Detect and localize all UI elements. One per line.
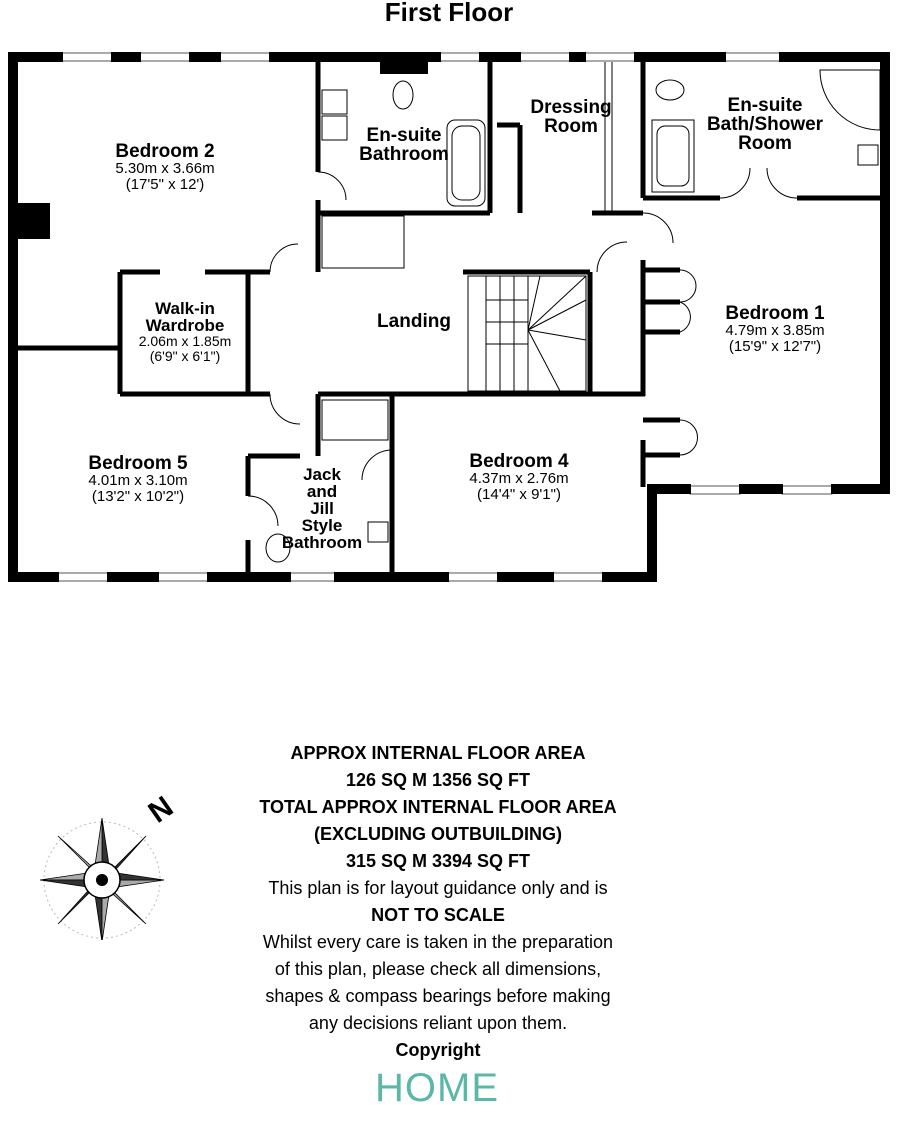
room-name-line2: Room xyxy=(544,116,598,137)
info-line: Whilst every care is taken in the prepar… xyxy=(262,932,614,952)
floor-title: First Floor xyxy=(384,0,514,27)
room-name-line3: Room xyxy=(738,133,792,154)
info-line: NOT TO SCALE xyxy=(371,905,505,925)
room-name: Landing xyxy=(377,311,451,332)
compass-north-label: N xyxy=(143,790,180,829)
info-line: This plan is for layout guidance only an… xyxy=(268,878,608,898)
room-metric: 4.79m x 3.85m xyxy=(725,322,825,339)
info-line: (EXCLUDING OUTBUILDING) xyxy=(314,824,562,844)
room-name-line2: Bath/Shower xyxy=(706,114,824,135)
room-bedroom-2: Bedroom 2 5.30m x 3.66m (17'5" x 12') xyxy=(115,142,214,193)
room-metric: 4.37m x 2.76m xyxy=(469,470,569,487)
shower-jackjill xyxy=(321,399,389,441)
info-line: 126 SQ M 1356 SQ FT xyxy=(345,770,531,790)
room-metric: 5.30m x 3.66m xyxy=(115,160,215,177)
room-bedroom-4: Bedroom 4 4.37m x 2.76m (14'4" x 9'1") xyxy=(469,452,568,503)
room-name-line1: Jack xyxy=(303,465,341,484)
outer-walls xyxy=(8,52,890,582)
shower-ensuite xyxy=(321,215,405,269)
room-imperial: (6'9" x 6'1") xyxy=(149,347,221,364)
staircase xyxy=(467,275,587,392)
windows xyxy=(57,52,833,582)
info-line: any decisions reliant upon them. xyxy=(308,1013,568,1033)
room-name: Bedroom 5 xyxy=(88,453,188,474)
room-name: Bedroom 2 xyxy=(115,141,215,162)
room-name-line1: En-suite xyxy=(727,95,803,116)
room-dressing: Dressing Room xyxy=(530,98,611,136)
corner-bath xyxy=(819,69,881,131)
home-logo: HOME xyxy=(375,1066,499,1110)
room-name-line2: Bathroom xyxy=(359,144,449,165)
info-line: APPROX INTERNAL FLOOR AREA xyxy=(290,743,586,763)
room-imperial: (15'9" x 12'7") xyxy=(728,337,822,355)
room-bedroom-1: Bedroom 1 4.79m x 3.85m (15'9" x 12'7") xyxy=(725,304,824,355)
room-landing: Landing xyxy=(377,312,451,331)
room-name-line3: Jill xyxy=(310,499,334,518)
toilet1 xyxy=(392,80,414,110)
room-ensuite-shower: En-suite Bath/Shower Room xyxy=(707,96,823,153)
room-name-line1: Dressing xyxy=(530,97,612,118)
room-metric: 2.06m x 1.85m xyxy=(138,333,232,349)
sink3 xyxy=(857,144,879,166)
toilet3 xyxy=(265,533,291,563)
room-metric: 4.01m x 3.10m xyxy=(88,472,188,489)
door-swings xyxy=(247,62,798,527)
fixtures xyxy=(265,69,881,563)
room-jack-and-jill-bathroom: Jack and Jill Style Bathroom xyxy=(282,466,362,551)
info-line: TOTAL APPROX INTERNAL FLOOR AREA xyxy=(259,797,617,817)
info-line: Copyright xyxy=(395,1040,481,1060)
sink4 xyxy=(367,521,389,543)
room-name-line1: Walk-in xyxy=(155,299,215,318)
room-ensuite-bathroom: En-suite Bathroom xyxy=(359,126,449,164)
room-bedroom-5: Bedroom 5 4.01m x 3.10m (13'2" x 10'2") xyxy=(88,454,187,505)
room-name-line4: Style xyxy=(301,516,343,535)
room-name-line5: Bathroom xyxy=(281,533,363,552)
room-name-line2: and xyxy=(306,482,338,501)
room-name-line1: En-suite xyxy=(366,125,442,146)
room-imperial: (13'2" x 10'2") xyxy=(91,487,185,505)
room-name: Bedroom 4 xyxy=(469,451,569,472)
room-imperial: (14'4" x 9'1") xyxy=(477,485,561,503)
floor-area-info: APPROX INTERNAL FLOOR AREA 126 SQ M 1356… xyxy=(208,740,668,1064)
room-walkin-wardrobe: Walk-in Wardrobe 2.06m x 1.85m (6'9" x 6… xyxy=(139,300,232,363)
sink2 xyxy=(321,115,348,141)
info-line: of this plan, please check all dimension… xyxy=(274,959,602,979)
sink1 xyxy=(321,89,348,115)
room-name: Bedroom 1 xyxy=(725,303,825,324)
interior-walls xyxy=(18,60,882,574)
floor-plan xyxy=(8,52,890,582)
room-name-line2: Wardrobe xyxy=(145,316,225,335)
info-line: 315 SQ M 3394 SQ FT xyxy=(345,851,531,871)
compass-rose-icon: N xyxy=(40,790,180,940)
toilet2 xyxy=(655,79,685,101)
info-line: shapes & compass bearings before making xyxy=(265,986,611,1006)
room-imperial: (17'5" x 12') xyxy=(125,175,205,193)
